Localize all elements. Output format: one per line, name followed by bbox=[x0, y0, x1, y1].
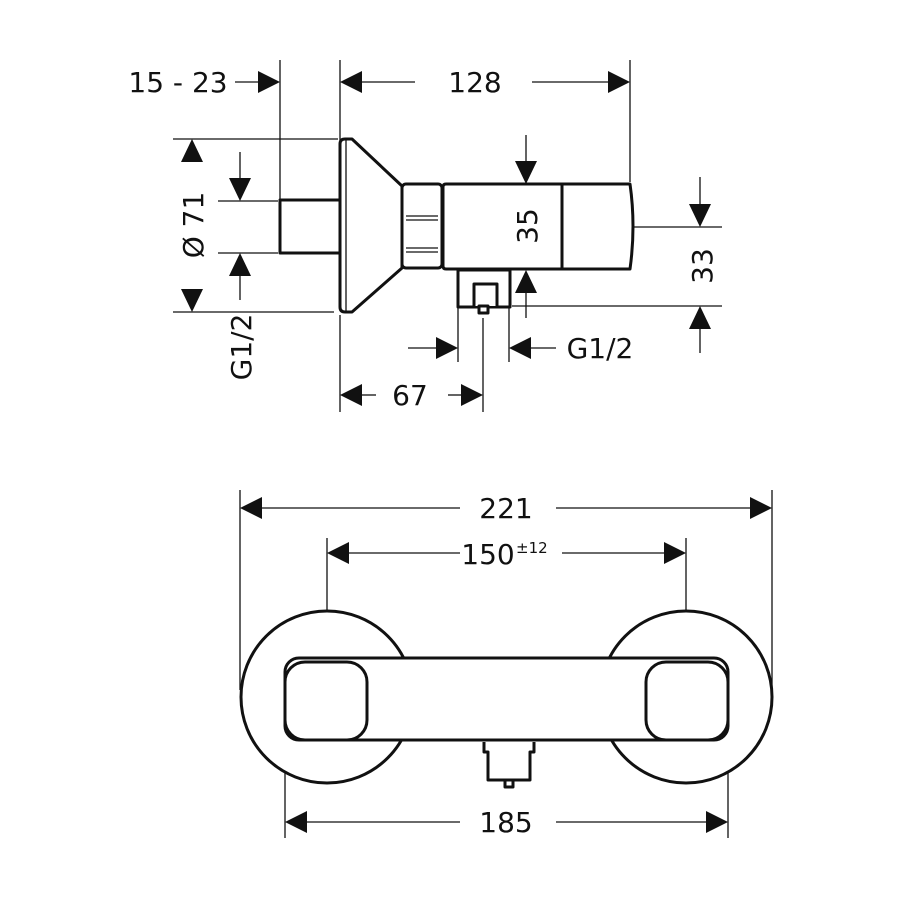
dim-depth: 128 bbox=[448, 66, 501, 99]
side-view: 15 - 23 128 Ø 71 G1/2 35 33 G1/2 67 bbox=[128, 60, 722, 412]
outlet-pin bbox=[503, 778, 515, 789]
dim-flange-diameter: Ø 71 bbox=[177, 192, 210, 259]
dim-center-tolerance: ±12 bbox=[516, 539, 548, 557]
dim-center-distance: 150 bbox=[461, 538, 514, 571]
dim-overall-width: 221 bbox=[479, 492, 532, 525]
dimension-lines bbox=[181, 71, 711, 406]
valve-body bbox=[441, 182, 635, 271]
dim-outlet-offset: 33 bbox=[686, 248, 719, 284]
outlet-fitting bbox=[482, 742, 536, 782]
dim-body-height: 35 bbox=[511, 208, 544, 244]
wall-stub bbox=[278, 198, 342, 255]
dim-body-width: 185 bbox=[479, 806, 532, 839]
outlet-pin bbox=[477, 304, 490, 315]
dim-inlet-thread: G1/2 bbox=[225, 314, 258, 381]
dim-outlet-thread: G1/2 bbox=[567, 332, 634, 365]
dimension-lines bbox=[240, 497, 772, 833]
front-view: 221 150 ±12 185 bbox=[239, 490, 774, 839]
union-nut bbox=[400, 182, 444, 270]
right-handle bbox=[644, 660, 730, 742]
extension-lines bbox=[173, 60, 722, 412]
left-handle bbox=[283, 660, 369, 742]
dim-wall-depth: 15 - 23 bbox=[128, 66, 227, 99]
dim-outlet-distance: 67 bbox=[392, 379, 428, 412]
wall-flange bbox=[338, 137, 404, 314]
mixer-front-outline bbox=[239, 609, 774, 789]
valve-side-outline bbox=[278, 137, 635, 315]
